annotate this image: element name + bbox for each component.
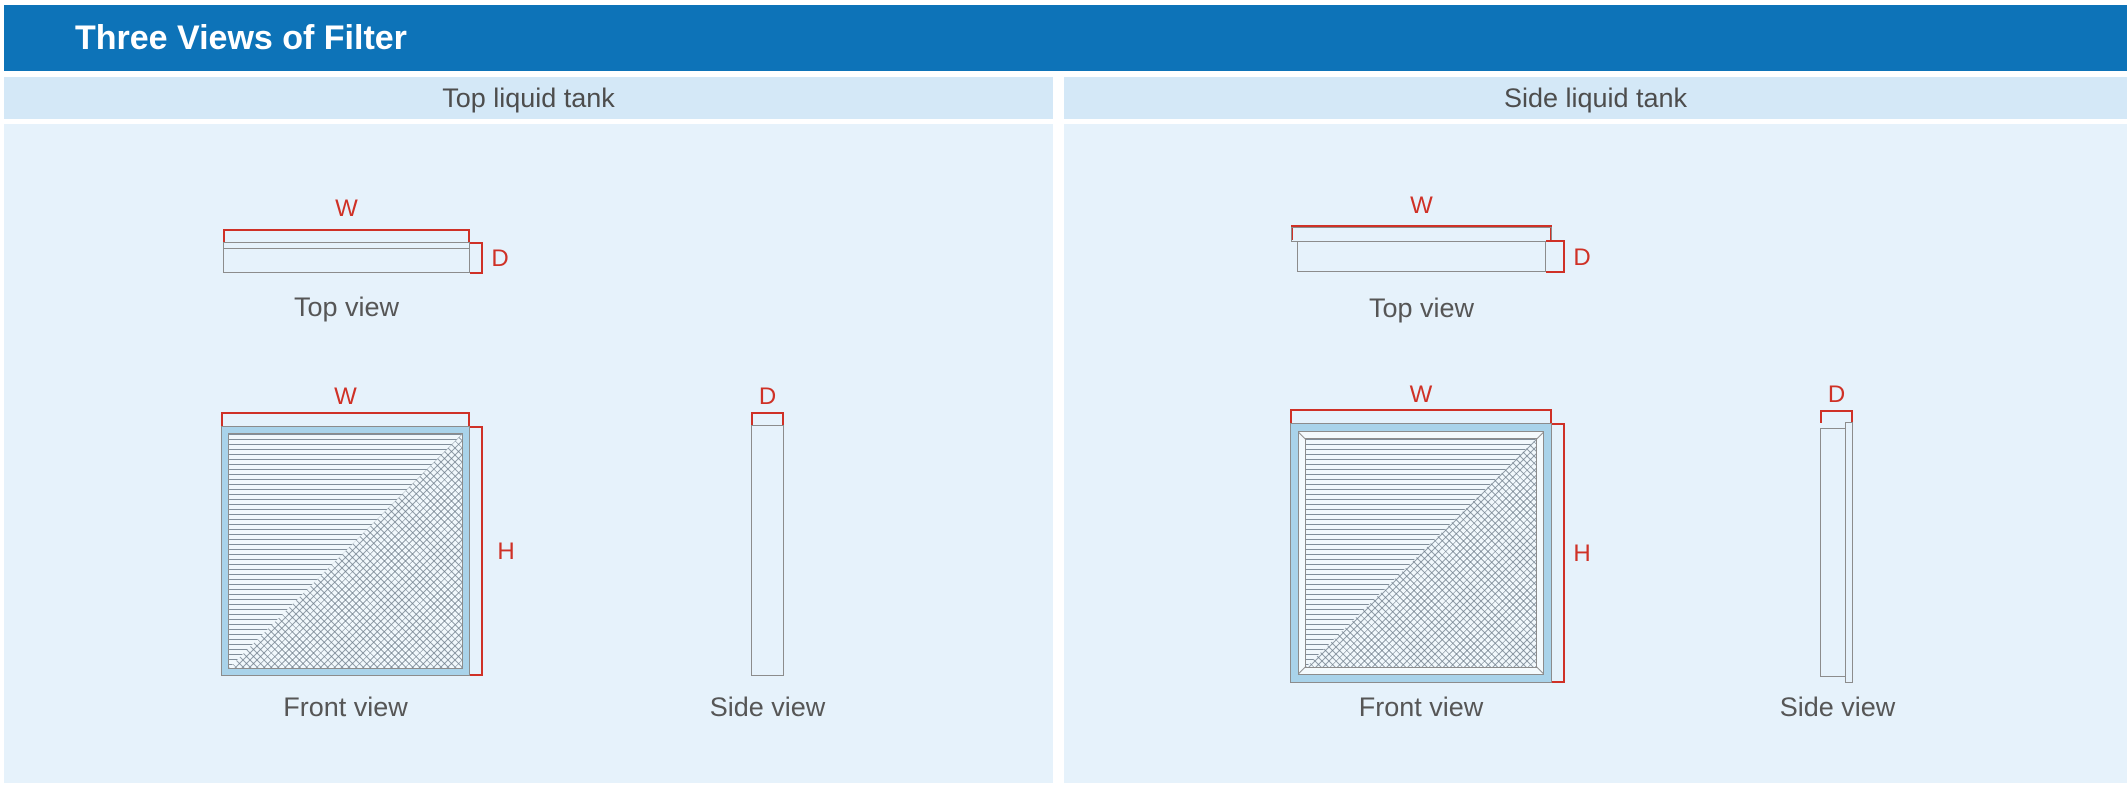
depth-dimension-bracket	[751, 412, 784, 425]
side-view-flange-rect	[1845, 422, 1853, 683]
front-view-drawing	[1290, 423, 1552, 683]
title-bar: Three Views of Filter	[4, 5, 2127, 71]
top-view-caption: Top view	[1368, 293, 1475, 323]
front-view-caption: Front view	[283, 692, 408, 722]
filter-media	[1305, 438, 1537, 668]
depth-dimension-label: D	[1827, 381, 1846, 408]
width-dimension-label: W	[1409, 381, 1433, 408]
bevel-corner-line	[1535, 666, 1544, 674]
depth-dimension-label: D	[1573, 244, 1591, 271]
height-dimension-label: H	[497, 538, 515, 565]
width-dimension-label: W	[335, 195, 358, 222]
front-view-drawing	[221, 426, 470, 676]
panel-header-side-liquid-tank: Side liquid tank	[1064, 77, 2127, 119]
depth-dimension-bracket	[470, 242, 483, 274]
height-dimension-bracket	[470, 426, 483, 676]
width-dimension-bracket	[223, 229, 470, 242]
right-panel	[1064, 124, 2127, 783]
bevel-frame	[1298, 431, 1544, 675]
top-view-lid-rect	[1291, 227, 1552, 242]
top-view-drawing	[223, 242, 470, 273]
bevel-corner-line	[1535, 432, 1544, 440]
front-view-caption: Front view	[1358, 692, 1484, 722]
width-dimension-bracket	[1290, 409, 1552, 423]
side-view-caption: Side view	[1779, 692, 1896, 722]
panel-header-top-liquid-tank: Top liquid tank	[4, 77, 1053, 119]
top-view-caption: Top view	[293, 292, 400, 322]
page-title: Three Views of Filter	[75, 19, 407, 57]
filter-media	[228, 433, 463, 669]
tank-edge-line	[224, 248, 469, 249]
depth-dimension-label: D	[491, 245, 509, 272]
depth-dimension-bracket	[1546, 240, 1565, 273]
left-panel	[4, 124, 1053, 783]
depth-dimension-label: D	[758, 383, 777, 410]
width-dimension-label: W	[1410, 192, 1433, 219]
side-view-drawing	[751, 425, 784, 676]
side-view-body-rect	[1820, 428, 1846, 677]
height-dimension-label: H	[1573, 540, 1591, 567]
width-dimension-bracket	[221, 412, 470, 426]
height-dimension-bracket	[1552, 423, 1565, 683]
side-view-caption: Side view	[709, 692, 826, 722]
top-view-body-rect	[1297, 241, 1546, 272]
depth-dimension-bracket	[1820, 410, 1853, 423]
width-dimension-label: W	[334, 383, 357, 410]
